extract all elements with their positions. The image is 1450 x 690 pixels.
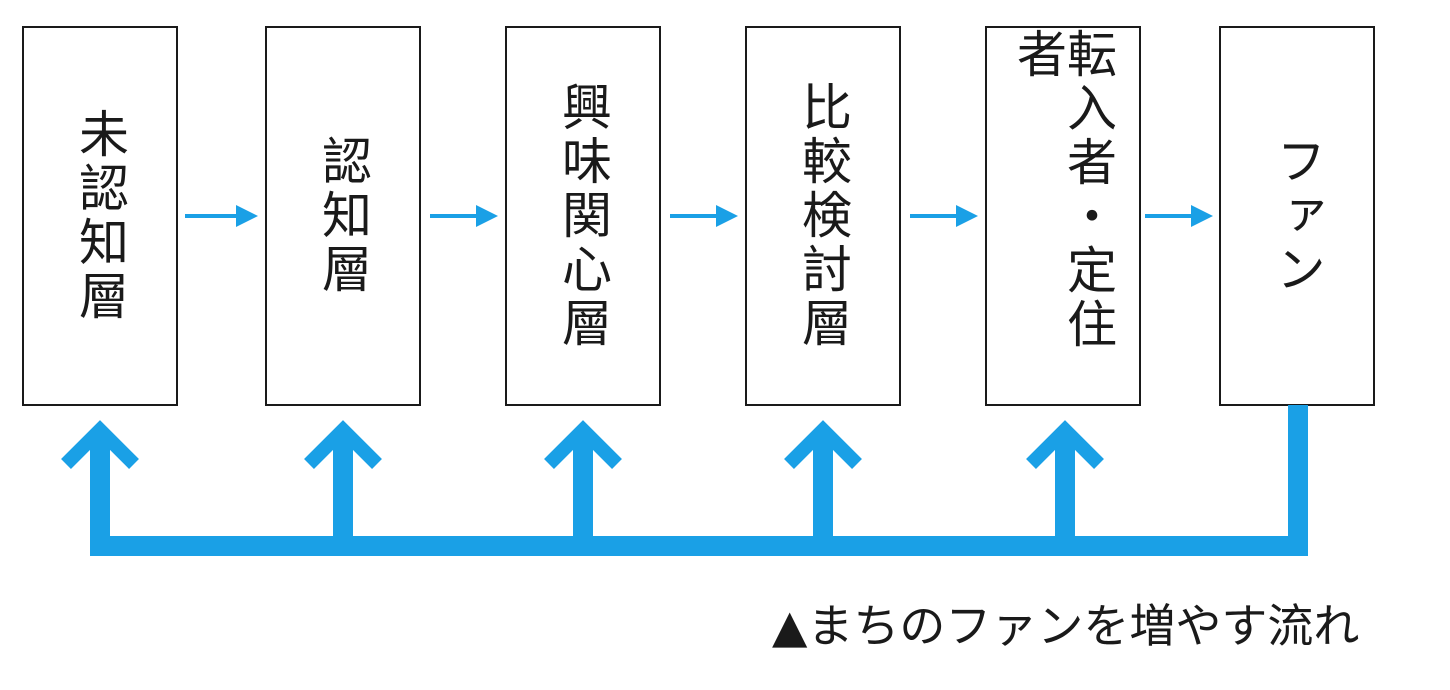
stage-box-fan: ファン	[1219, 26, 1375, 406]
up-arrow-icon	[784, 420, 862, 469]
up-arrow-icon	[304, 420, 382, 469]
diagram-caption: ▲まちのファンを増やす流れ	[772, 599, 1360, 653]
stage-label: ファン	[1268, 135, 1326, 297]
stage-box-unaware: 未認知層	[22, 26, 178, 406]
feedback-line	[90, 405, 1308, 556]
stage-label: 認知層	[314, 135, 372, 297]
up-arrow-icon	[1026, 420, 1104, 469]
stage-label: 未認知層	[71, 108, 129, 324]
up-arrow-icon	[61, 420, 139, 469]
stage-box-awareness: 認知層	[265, 26, 421, 406]
stage-box-residents: 転入者・定住者	[985, 26, 1141, 406]
right-arrow-icon	[430, 205, 498, 227]
right-arrow-icon	[185, 205, 258, 227]
right-arrow-icon	[910, 205, 978, 227]
stage-box-interest: 興味関心層	[505, 26, 661, 406]
right-arrow-icon	[1145, 205, 1213, 227]
right-arrow-icon	[670, 205, 738, 227]
up-arrow-icon	[544, 420, 622, 469]
stage-box-comparison: 比較検討層	[745, 26, 901, 406]
stage-label: 比較検討層	[794, 81, 852, 351]
stage-label: 興味関心層	[554, 81, 612, 351]
stage-label: 転入者・定住者	[1009, 28, 1117, 352]
